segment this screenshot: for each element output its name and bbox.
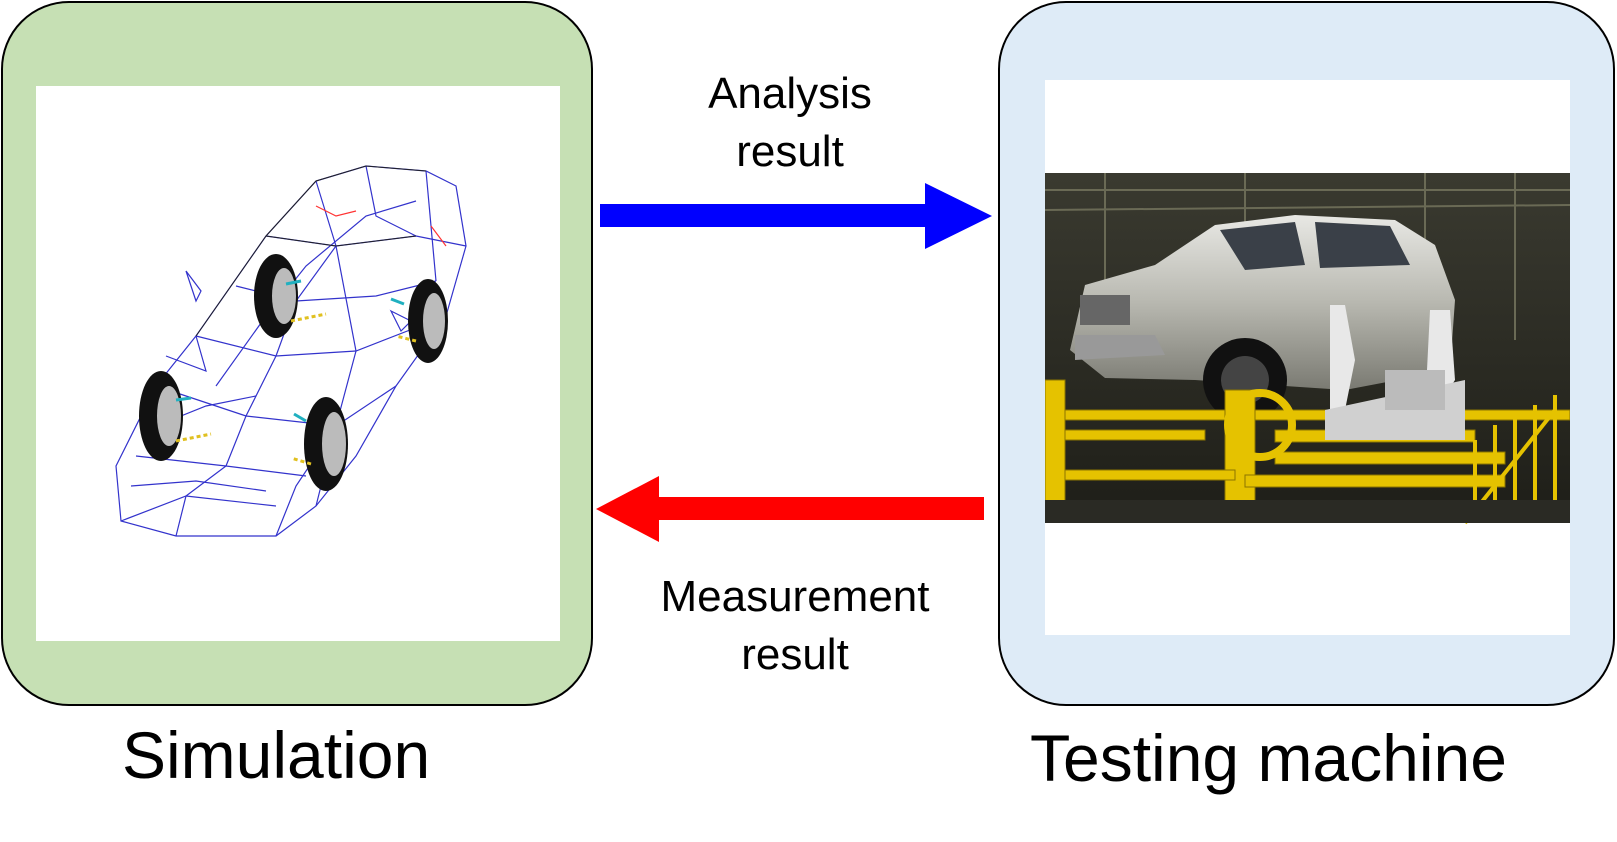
measurement-arrow-shaft: [654, 497, 984, 520]
measurement-result-label: Measurement result: [630, 568, 960, 684]
analysis-result-label: Analysis result: [640, 65, 940, 181]
measurement-label-line1: Measurement: [660, 572, 930, 621]
testing-machine-caption: Testing machine: [1030, 721, 1507, 795]
analysis-arrow-shaft: [600, 204, 930, 227]
measurement-result-arrow: [596, 476, 984, 542]
wireframe-car-image: [115, 165, 467, 537]
testing-machine-photo: [1045, 173, 1570, 525]
wheel-shapes: [139, 254, 448, 491]
simulation-panel: [1, 1, 593, 706]
testing-machine-panel: [998, 1, 1615, 706]
simulation-caption: Simulation: [122, 718, 431, 792]
simulation-image-frame: [36, 86, 560, 641]
testing-image-frame: [1045, 80, 1570, 635]
measurement-arrow-head: [596, 476, 659, 542]
analysis-label-line1: Analysis: [708, 69, 872, 118]
analysis-label-line2: result: [736, 127, 844, 176]
measurement-label-line2: result: [741, 630, 849, 679]
analysis-result-arrow: [600, 183, 992, 249]
analysis-arrow-head: [925, 183, 992, 249]
